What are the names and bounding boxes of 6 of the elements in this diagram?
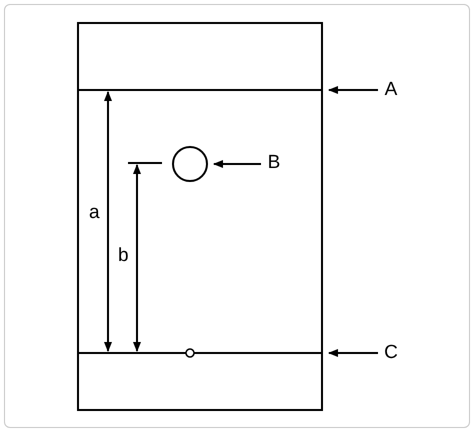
callout-letter: C [383, 341, 399, 365]
callout-letter: A [383, 78, 399, 102]
arrow [328, 349, 378, 357]
callout-letter: B [266, 151, 282, 175]
arrow [213, 160, 261, 168]
arrow [328, 86, 378, 94]
